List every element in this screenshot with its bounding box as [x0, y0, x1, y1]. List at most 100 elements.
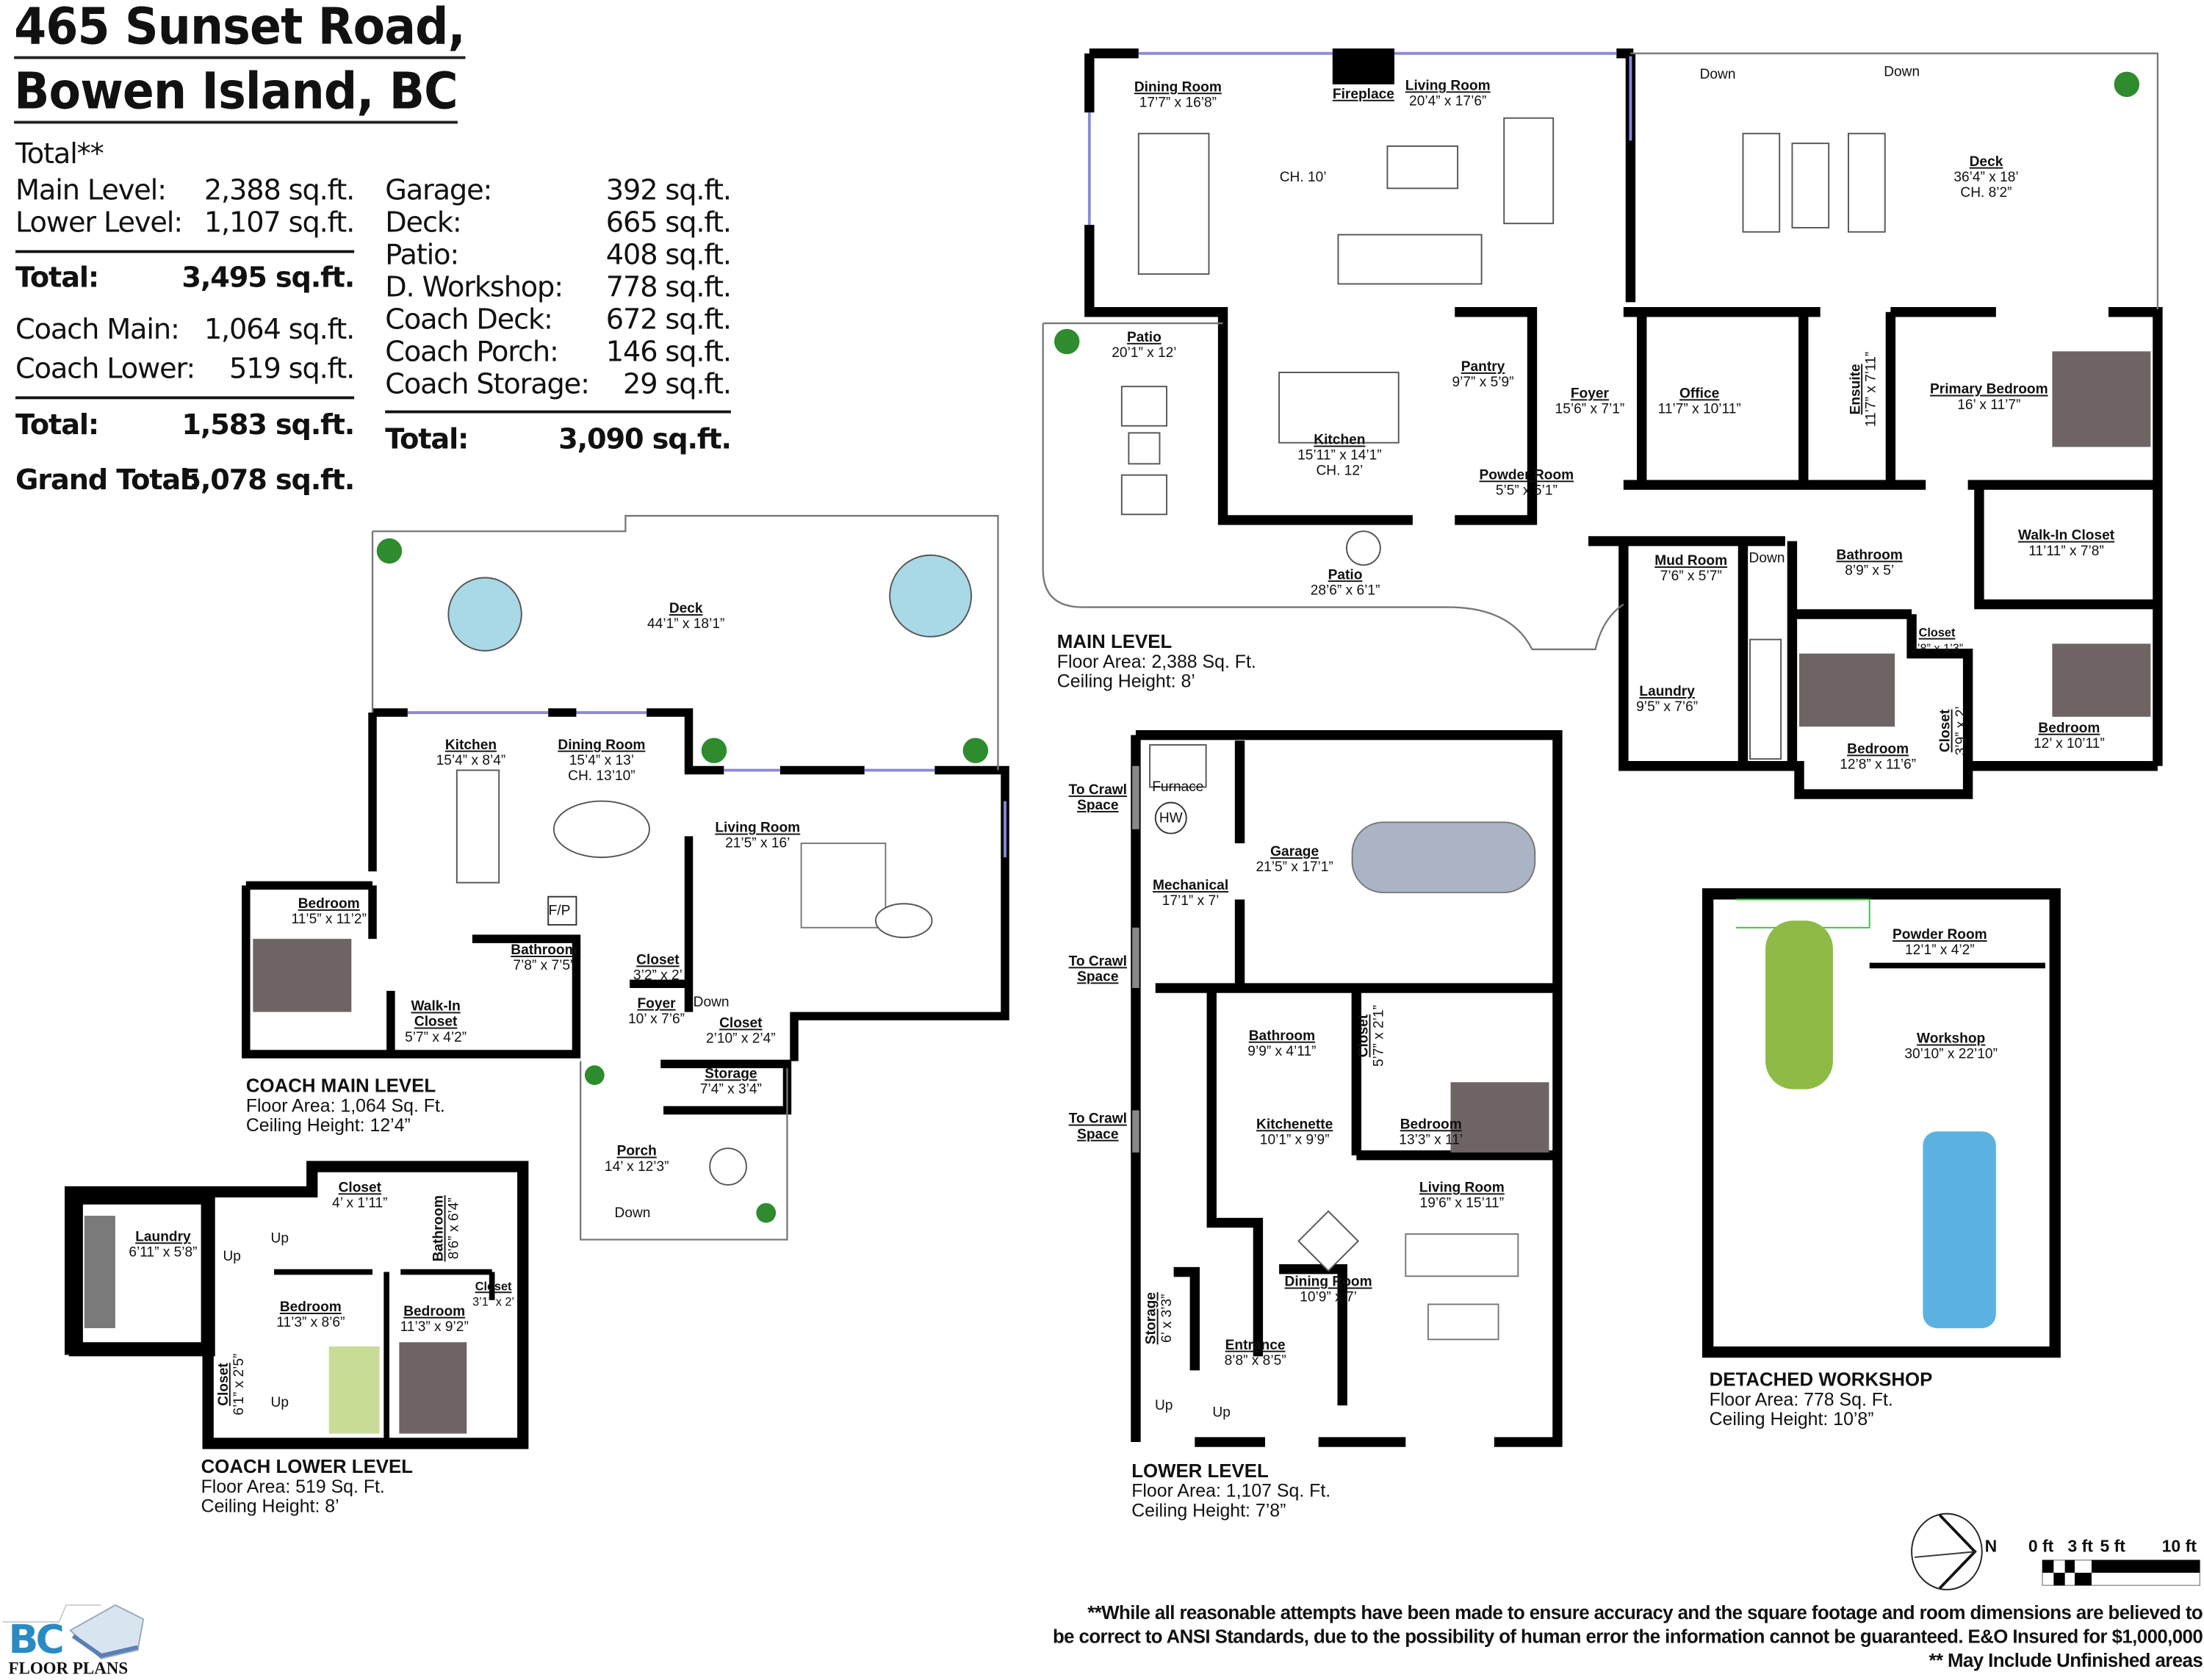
- room-dimensions: 17’1” x 7’: [1162, 893, 1220, 909]
- disclaimer-line: ** May Include Unfinished areas: [1928, 1650, 2203, 1671]
- water-heater-icon: [1154, 801, 1187, 834]
- room-name: Walk-In Closet: [411, 999, 461, 1031]
- scale-tick-label: 3 ft: [2067, 1536, 2093, 1557]
- summary-value: 672 sq.ft.: [605, 302, 732, 336]
- room-dimensions: 15’4” x 8’4”: [436, 753, 506, 769]
- summary-row: Coach Storage:29 sq.ft.: [385, 367, 732, 401]
- plan-annotation: Furnace: [1152, 779, 1204, 796]
- room-dimensions: 14’ x 12’3”: [604, 1159, 669, 1175]
- bed-icon: [2052, 351, 2151, 447]
- coach-main-furniture: [253, 538, 989, 1223]
- level-ceiling: Ceiling Height: 8’: [201, 1495, 339, 1517]
- room-name: Porch: [616, 1144, 657, 1160]
- room-dimensions: 44’1” x 18’1”: [647, 616, 725, 632]
- bed-icon: [399, 1342, 467, 1434]
- room-name: Bedroom: [1400, 1117, 1462, 1133]
- room-name: Bedroom: [279, 1299, 342, 1316]
- room-name: Living Room: [1405, 79, 1491, 95]
- room-name: Closet: [338, 1180, 382, 1197]
- room-dimensions: 7’8” x 7’5”: [513, 958, 575, 974]
- summary-row: Lower Level:1,107 sq.ft.: [15, 205, 355, 239]
- room-name: Storage: [705, 1067, 757, 1083]
- room-name: Living Room: [1419, 1180, 1505, 1197]
- summary-value: 3,090 sq.ft.: [558, 421, 732, 455]
- summary-value: 2,388 sq.ft.: [204, 173, 355, 207]
- room-dimensions: 6’1” x 2’5”: [231, 1353, 248, 1416]
- level-title: COACH MAIN LEVEL: [245, 1075, 436, 1097]
- summary-value: 3,495 sq.ft.: [181, 259, 355, 294]
- room-name: Closet: [216, 1363, 232, 1406]
- room-dimensions: 11’7” x 7’11”: [1864, 351, 1880, 428]
- summary-value: 1,107 sq.ft.: [204, 205, 355, 239]
- bed-icon: [1450, 1082, 1549, 1153]
- room-name: Powder Room: [1479, 468, 1574, 484]
- room-name: Dining Room: [1134, 80, 1222, 96]
- coach-lower-walls: [65, 1161, 529, 1449]
- compass-north-label: N: [1984, 1536, 1998, 1557]
- scale-bar-icon: [2042, 1559, 2201, 1586]
- room-name: Dining Room: [558, 738, 646, 754]
- plan-annotation: Down: [1884, 65, 1920, 81]
- room-dimensions: 11’5” x 11’2”: [291, 912, 367, 928]
- patio-umbrella-icon: [889, 554, 973, 638]
- room-dimensions: 7’6” x 5’7”: [1660, 569, 1722, 585]
- room-dimensions: 12’1” x 4’2”: [1905, 942, 1975, 959]
- level-title: DETACHED WORKSHOP: [1709, 1369, 1933, 1391]
- room-name: Workshop: [1917, 1031, 1986, 1048]
- level-ceiling: Ceiling Height: 12’4”: [245, 1114, 411, 1136]
- summary-row: Grand Total:5,078 sq.ft.: [15, 464, 355, 494]
- room-dimensions: 10’ x 7’6”: [628, 1012, 685, 1028]
- summary-value: 29 sq.ft.: [623, 367, 732, 401]
- room-dimensions: 12’ x 10’11”: [2033, 736, 2105, 752]
- level-title: COACH LOWER LEVEL: [201, 1456, 414, 1477]
- room-dimensions: 11’3” x 8’6”: [276, 1315, 345, 1331]
- bed-icon: [253, 939, 352, 1012]
- plan-annotation: Down: [614, 1205, 651, 1222]
- room-dimensions: 8’8” x 8’5”: [1224, 1353, 1286, 1369]
- room-dimensions: 20’1” x 12’: [1112, 345, 1177, 361]
- room-name: Deck: [669, 601, 703, 617]
- room-name: Closet: [1356, 1014, 1372, 1058]
- room-dimensions: CH. 13’10”: [568, 768, 635, 785]
- summary-row: D. Workshop:778 sq.ft.: [385, 271, 732, 302]
- plant-icon: [701, 738, 727, 763]
- room-name: Kitchen: [444, 738, 497, 754]
- level-floor-area: Floor Area: 519 Sq. Ft.: [201, 1475, 385, 1497]
- room-dimensions: 3’2” x 2’: [633, 968, 683, 984]
- coach-deck-outline: [371, 515, 999, 1241]
- plant-icon: [584, 1065, 605, 1086]
- plant-icon: [1054, 328, 1080, 355]
- room-name: Living Room: [715, 821, 801, 837]
- main-level-windows: [1087, 51, 1632, 226]
- plan-annotation: F/P: [548, 904, 571, 920]
- room-name: Bathroom: [1248, 1028, 1316, 1045]
- room-name: Closet: [1938, 709, 1954, 753]
- room-name: Closet: [719, 1016, 763, 1032]
- scale-tick-label: 10 ft: [2161, 1536, 2197, 1557]
- room-name: Patio: [1127, 330, 1162, 346]
- address-line-1: 465 Sunset Road,: [14, 0, 466, 60]
